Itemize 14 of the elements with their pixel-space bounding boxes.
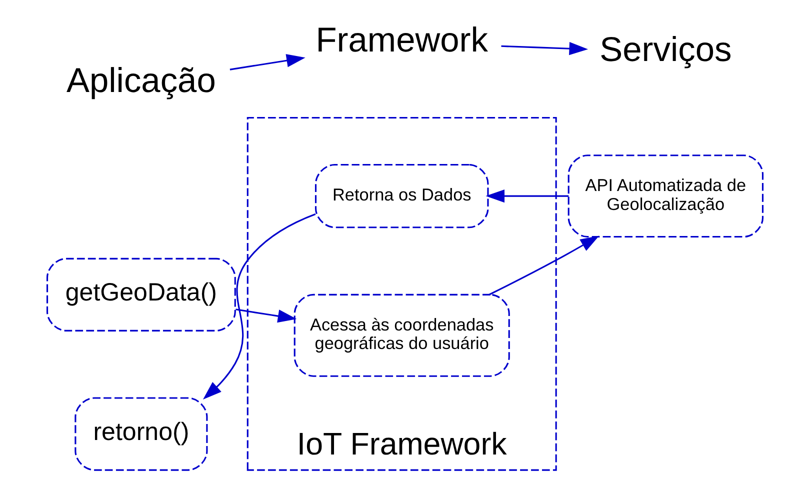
node-box: getGeoData() <box>46 258 236 332</box>
arrow <box>235 308 296 323</box>
node-box: retorno() <box>74 397 208 471</box>
arrow <box>229 54 305 70</box>
arrow <box>500 42 588 56</box>
arrow <box>485 189 568 203</box>
arrow <box>488 236 599 296</box>
arrow <box>202 213 316 400</box>
node-text: Aplicação <box>66 62 216 100</box>
node-box: API Automatizada de Geolocalização <box>567 154 764 238</box>
node-text: Serviços <box>599 30 732 69</box>
node-text: Framework <box>315 21 488 60</box>
node-box: Acessa às coordenadas geográficas do usuário <box>293 294 510 377</box>
node-box: Retorna os Dados <box>314 164 488 228</box>
